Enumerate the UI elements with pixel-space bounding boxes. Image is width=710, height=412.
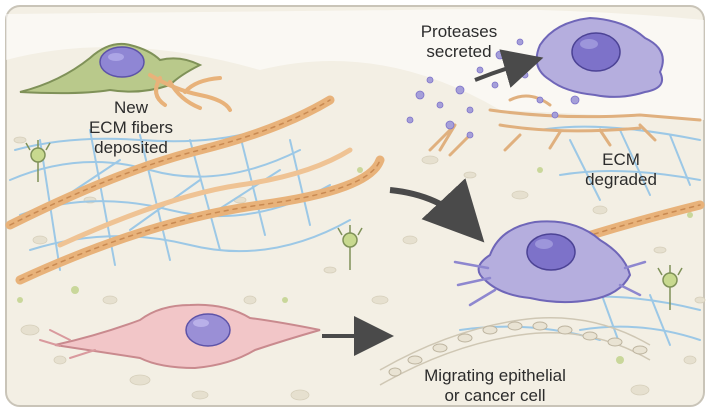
label-line: Migrating epithelial <box>424 366 566 385</box>
small-anemone-cells <box>25 140 683 310</box>
label-line: secreted <box>426 42 492 61</box>
ecm-degrading-cell <box>453 220 647 307</box>
label-line: deposited <box>94 138 168 157</box>
label-line: ECM <box>602 150 640 169</box>
migrating-cell <box>39 303 321 370</box>
arrow-to-secreting-cell <box>474 49 544 88</box>
protease-secreting-cell <box>535 16 664 98</box>
fibroblast-secreted-fibers <box>148 73 232 112</box>
collagen-fibers-new <box>5 95 385 285</box>
label-line: Proteases <box>420 22 498 41</box>
label-line: or cancer cell <box>444 386 546 405</box>
label-line: ECM fibers <box>88 118 174 137</box>
label-ecm-degraded: ECM degraded <box>566 150 676 190</box>
label-line: degraded <box>585 170 657 189</box>
label-proteases-secreted: Proteases secreted <box>404 22 514 62</box>
fibroblast-cell <box>19 42 203 95</box>
label-migrating-cell: Migrating epithelial or cancer cell <box>400 366 590 406</box>
tissue-particles <box>13 136 706 401</box>
arrow-to-degrading-cell <box>389 178 485 243</box>
label-new-ecm-fibers: New ECM fibers deposited <box>56 98 206 158</box>
label-line: New <box>113 98 148 117</box>
path-cobbles <box>388 321 648 377</box>
upper-light-region <box>6 9 704 120</box>
degraded-fibers <box>428 94 702 157</box>
ecm-mesh-left <box>9 129 351 271</box>
